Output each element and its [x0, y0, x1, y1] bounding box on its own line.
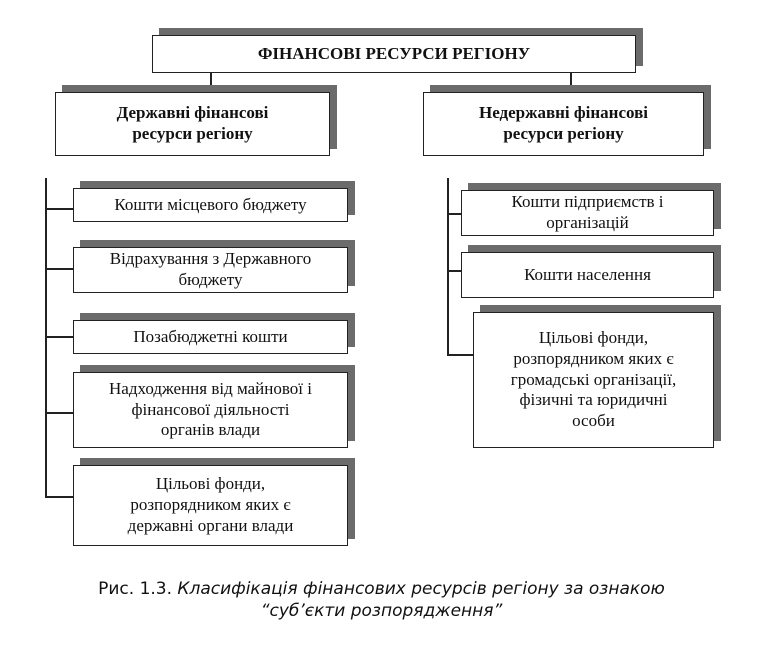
left-item-4-line-1: Надходження від майнової і [109, 378, 312, 398]
right-header-line-2: ресурси регіону [503, 124, 624, 143]
left-header-box: Державні фінансові ресурси регіону [55, 92, 330, 156]
caption-line-2: “суб’єкти розпорядження” [260, 601, 503, 622]
right-item-1-line-2: організацій [546, 213, 629, 232]
connector-title-right-vertical [570, 68, 572, 92]
connector-right-spine [447, 178, 449, 354]
connector-title-left-vertical [210, 68, 212, 92]
caption-line-1: Класифікація фінансових ресурсів регіону… [177, 579, 665, 599]
connector-left-branch-2 [45, 268, 73, 270]
left-item-2: Відрахування з Державного бюджету [73, 247, 348, 293]
right-item-2-line-1: Кошти населення [524, 264, 651, 284]
connector-right-branch-1 [447, 213, 461, 215]
left-item-2-line-1: Відрахування з Державного [109, 249, 312, 269]
left-header-line-2: ресурси регіону [132, 124, 253, 143]
connector-left-branch-3 [45, 336, 73, 338]
right-item-3-line-2: розпорядником яких є [513, 348, 674, 368]
left-item-5-line-2: розпорядником яких є [130, 495, 291, 515]
left-item-3: Позабюджетні кошти [73, 320, 348, 354]
figure-caption: Рис. 1.3. Класифікація фінансових ресурс… [0, 578, 763, 622]
left-item-5-line-1: Цільові фонди, [155, 474, 266, 494]
right-header-line-1: Недержавні фінансові [478, 103, 649, 123]
left-item-2-line-2: бюджету [178, 270, 243, 289]
left-item-5-line-3: державні органи влади [127, 515, 294, 535]
right-item-1-line-1: Кошти підприємств і [511, 192, 664, 212]
caption-prefix: Рис. 1.3. [98, 579, 173, 599]
title-text: ФІНАНСОВІ РЕСУРСИ РЕГІОНУ [257, 43, 531, 63]
left-item-1-line-1: Кошти місцевого бюджету [114, 194, 307, 214]
right-item-1: Кошти підприємств і організацій [461, 190, 714, 236]
left-item-4-line-3: органів влади [160, 420, 261, 440]
connector-right-branch-3 [447, 354, 473, 356]
right-item-3-line-3: громадські організації, [510, 369, 677, 389]
right-item-3-line-5: особи [572, 411, 615, 431]
left-item-3-line-1: Позабюджетні кошти [133, 326, 288, 346]
left-item-4-line-2: фінансової діяльності [131, 399, 290, 419]
right-item-3-line-1: Цільові фонди, [538, 328, 649, 348]
connector-left-branch-5 [45, 496, 73, 498]
left-header-line-1: Державні фінансові [116, 103, 269, 123]
left-item-5: Цільові фонди, розпорядником яких є держ… [73, 465, 348, 546]
diagram-title: ФІНАНСОВІ РЕСУРСИ РЕГІОНУ [152, 35, 636, 73]
left-item-4: Надходження від майнової і фінансової ді… [73, 372, 348, 448]
connector-right-branch-2 [447, 270, 461, 272]
connector-left-branch-4 [45, 412, 73, 414]
connector-left-branch-1 [45, 208, 73, 210]
left-item-1: Кошти місцевого бюджету [73, 188, 348, 222]
right-item-2: Кошти населення [461, 252, 714, 298]
right-header-box: Недержавні фінансові ресурси регіону [423, 92, 704, 156]
right-item-3: Цільові фонди, розпорядником яких є гром… [473, 312, 714, 448]
right-item-3-line-4: фізичні та юридичні [519, 390, 668, 410]
